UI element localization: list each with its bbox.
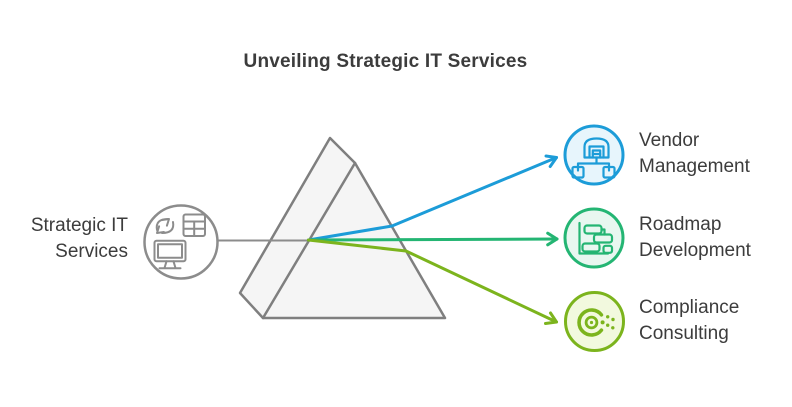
monitor-icon: [153, 239, 187, 270]
output-node-compliance: [564, 291, 625, 352]
output-node-vendor: [563, 124, 625, 186]
arrowhead-blue: [544, 154, 558, 168]
gantt-chart-icon: [578, 221, 614, 255]
prism-shape: [238, 136, 447, 320]
roadmap-label-line1: Roadmap: [639, 214, 722, 235]
compliance-label-line2: Consulting: [639, 323, 729, 344]
roadmap-development-label: Roadmap Development: [639, 212, 789, 264]
beam-blue: [307, 154, 558, 242]
warehouse-network-icon: [571, 137, 616, 179]
vendor-label-line2: Management: [639, 156, 750, 177]
source-node-label: Strategic IT Services: [18, 213, 128, 265]
sync-arrows-icon: [155, 218, 175, 234]
data-table-icon: [182, 213, 206, 237]
compliance-target-icon: [577, 308, 615, 337]
arrowhead-lime: [544, 311, 558, 325]
source-node-circle: [143, 204, 219, 280]
vendor-label-line1: Vendor: [639, 130, 700, 151]
vendor-management-label: Vendor Management: [639, 128, 789, 180]
compliance-label-line1: Compliance: [639, 297, 740, 318]
beam-lime: [307, 238, 558, 325]
source-label-line1: Strategic IT: [30, 215, 128, 236]
roadmap-label-line2: Development: [639, 240, 751, 261]
beam-green: [307, 231, 559, 247]
page-title: Unveiling Strategic IT Services: [243, 51, 528, 72]
arrowhead-green: [546, 231, 559, 247]
compliance-consulting-label: Compliance Consulting: [639, 295, 789, 347]
source-label-line2: Services: [55, 241, 128, 262]
output-node-roadmap: [563, 207, 625, 269]
